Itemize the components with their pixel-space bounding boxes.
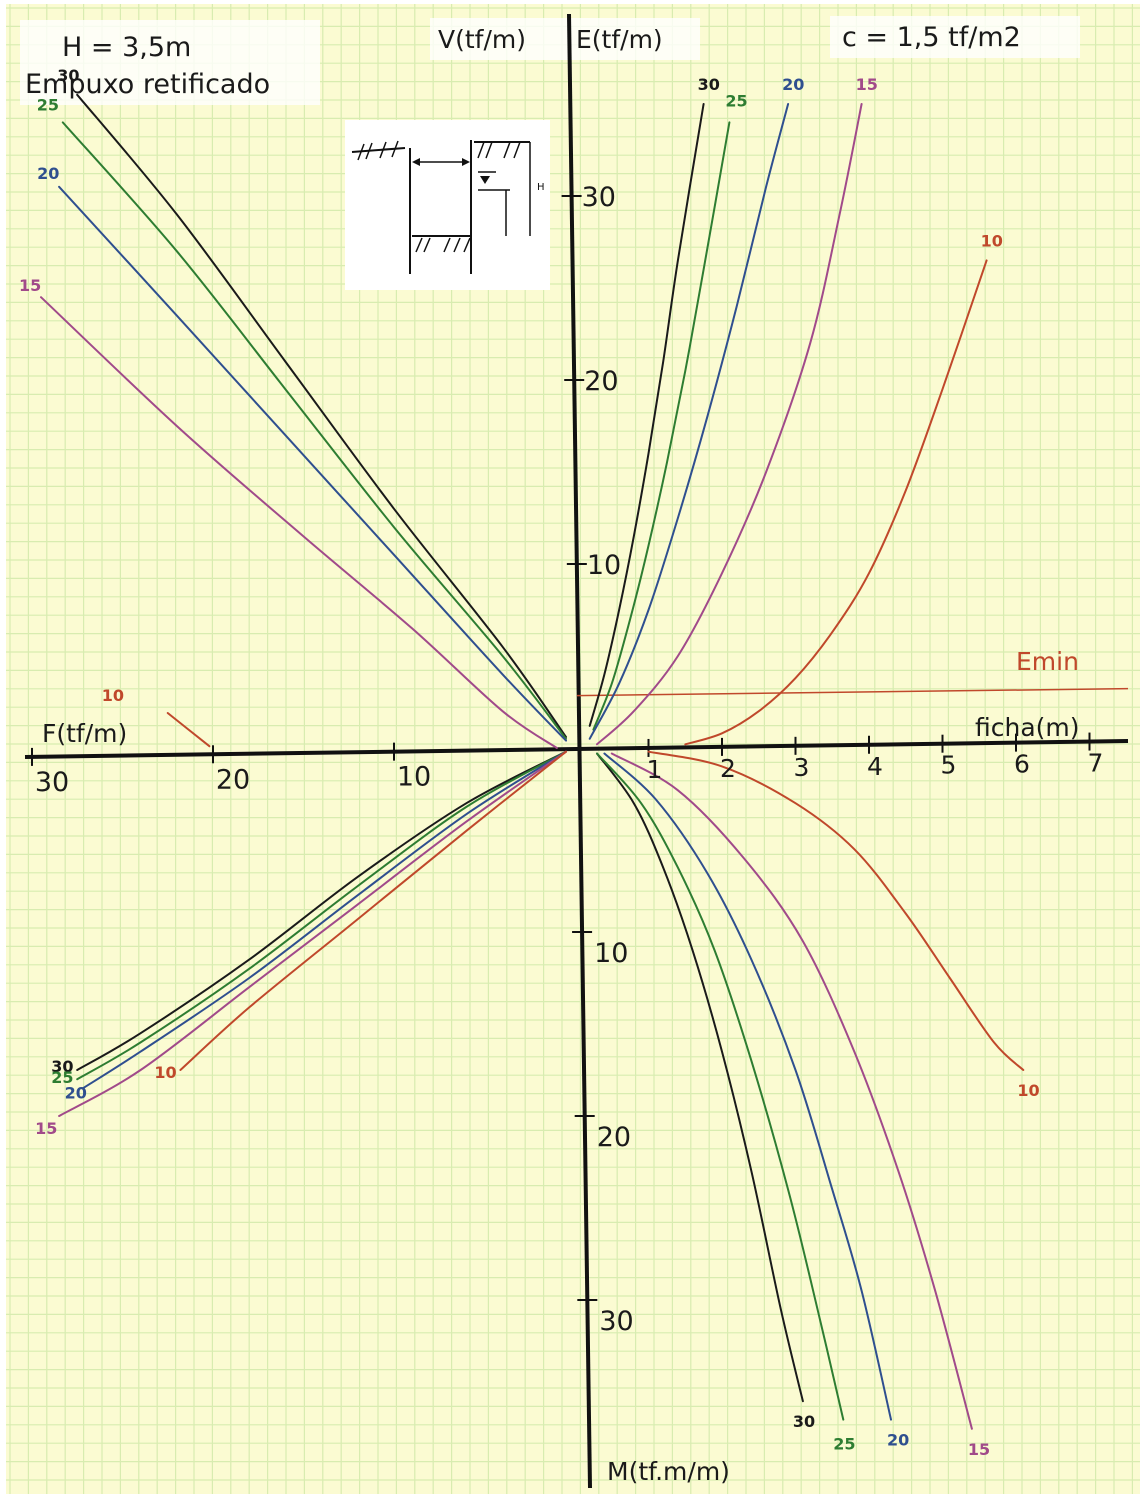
series-line-bottom-right-15: [610, 752, 973, 1430]
series-label-bottom-right-10: 10: [1017, 1081, 1039, 1100]
series-line-bottom-right-30: [596, 752, 804, 1403]
header-patch: [20, 20, 320, 105]
tick-label-F: 10: [397, 762, 431, 793]
subtitle: Empuxo retificado: [25, 69, 270, 100]
series-line-top-left-25: [61, 121, 567, 740]
tick-label-M: 10: [594, 938, 628, 969]
series-label-top-left-25: 25: [37, 95, 59, 114]
emin-line: [576, 687, 1129, 697]
e-axis-title: E(tf/m): [576, 25, 663, 54]
series-line-top-right-10: [684, 259, 988, 746]
series-line-top-right-15: [596, 103, 863, 746]
axes: [24, 13, 1129, 1489]
series-line-top-left-20: [58, 185, 567, 742]
tick-label-E: 20: [584, 366, 618, 397]
series-line-top-right-30: [588, 103, 705, 727]
axis-title-patch: [430, 18, 700, 60]
series-label-bottom-right-20: 20: [887, 1431, 909, 1450]
tick-label-ficha: 6: [1014, 750, 1030, 779]
inset-background: [345, 120, 550, 290]
inset-strut-arrow-left: [412, 158, 420, 166]
tick-label-M: 30: [599, 1306, 633, 1337]
horizontal-axis: [24, 739, 1129, 759]
series-label-bottom-right-25: 25: [833, 1435, 855, 1454]
series-line-top-right-25: [592, 121, 731, 731]
vertical-axis: [567, 13, 592, 1489]
tick-label-ficha: 5: [941, 751, 957, 780]
tick-label-ficha: 2: [720, 754, 736, 783]
series-label-top-left-20: 20: [37, 164, 59, 183]
series-label-bottom-right-30: 30: [793, 1412, 815, 1431]
series-line-bottom-right-20: [603, 752, 892, 1421]
series-label-top-right-10: 10: [981, 231, 1003, 250]
series-line-bottom-left-10: [179, 750, 567, 1071]
series-label-top-left-30: 30: [57, 66, 79, 85]
series-label-top-left-10: 10: [102, 686, 124, 705]
series-label-top-right-30: 30: [698, 75, 720, 94]
emin-label: Emin: [1016, 647, 1079, 676]
series-label-top-left-15: 15: [19, 276, 41, 295]
curves: [40, 93, 1025, 1430]
inset-hatching: [357, 140, 521, 253]
series-line-bottom-left-30: [76, 750, 567, 1071]
series-label-bottom-left-30: 30: [51, 1057, 73, 1076]
series-line-bottom-left-15: [58, 750, 567, 1117]
series-line-bottom-right-10: [647, 750, 1025, 1071]
series-label-top-right-15: 15: [856, 75, 878, 94]
tick-label-ficha: 7: [1088, 749, 1104, 778]
f-axis-title: F(tf/m): [42, 719, 127, 748]
series-label-bottom-left-25: 25: [51, 1068, 73, 1087]
inset-water-level-icon: [480, 176, 490, 184]
tick-label-ficha: 1: [647, 755, 663, 784]
tick-labels: 1 2 3 4 5 6 7 30 20 10 10 20 30 10 20 30: [35, 182, 1104, 1337]
series-line-top-left-10: [166, 712, 211, 748]
series-label-bottom-left-10: 10: [154, 1063, 176, 1082]
tick-label-ficha: 4: [867, 752, 883, 781]
tick-label-F: 30: [35, 767, 69, 798]
series-label-top-right-20: 20: [782, 75, 804, 94]
series-label-bottom-left-20: 20: [65, 1083, 87, 1102]
ficha-axis-title: ficha(m): [975, 713, 1080, 742]
tick-label-E: 30: [582, 182, 616, 213]
series-label-bottom-left-15: 15: [35, 1119, 57, 1138]
series-line-top-right-20: [588, 103, 790, 740]
tick-label-F: 20: [216, 764, 250, 795]
tick-label-M: 20: [597, 1122, 631, 1153]
emin-group: [576, 687, 1129, 697]
height-label: H = 3,5m: [62, 32, 191, 63]
series-line-bottom-left-25: [76, 750, 567, 1081]
tick-label-ficha: 3: [794, 753, 810, 782]
tick-label-E: 10: [587, 550, 621, 581]
series-line-bottom-right-25: [596, 752, 845, 1421]
series-label-bottom-right-15: 15: [968, 1440, 990, 1459]
m-axis-title: M(tf.m/m): [607, 1457, 730, 1486]
cohesion-patch: [830, 16, 1080, 58]
cohesion-label: c = 1,5 tf/m2: [842, 22, 1021, 53]
series-label-top-right-25: 25: [725, 91, 747, 110]
series-line-top-left-30: [76, 93, 567, 738]
grid: [6, 4, 1140, 1494]
series-line-top-left-15: [40, 296, 558, 749]
v-axis-title: V(tf/m): [438, 25, 526, 54]
inset-h-label: H: [537, 182, 545, 193]
inset-strut-arrow-right: [462, 158, 470, 166]
series-line-bottom-left-20: [81, 750, 567, 1090]
wall-schematic: H: [345, 120, 550, 290]
